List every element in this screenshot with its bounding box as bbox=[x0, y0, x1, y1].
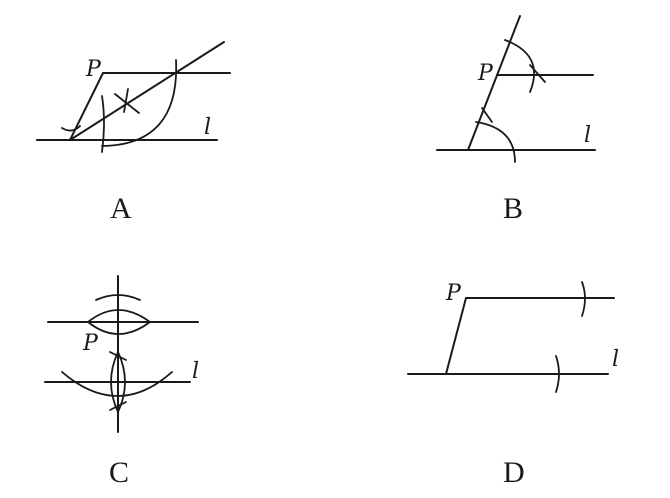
panel-d-arc-mark-bottom bbox=[555, 355, 560, 393]
panel-a-small-arc bbox=[101, 95, 105, 153]
panel-a-cross-mark-2 bbox=[123, 88, 129, 113]
panel-d: P l D bbox=[407, 281, 619, 489]
panel-c-cross-mark-1 bbox=[109, 351, 127, 361]
panel-d-caption: D bbox=[503, 456, 525, 489]
panel-c: P l C bbox=[44, 275, 199, 489]
panel-b-top-arc bbox=[504, 39, 535, 93]
panel-c-caption: C bbox=[109, 456, 129, 489]
panel-b-point-label: P bbox=[477, 61, 494, 86]
panel-d-arc-mark-top bbox=[581, 281, 586, 317]
panel-b-cross-mark-1 bbox=[529, 64, 546, 83]
panel-c-top-lens-lower bbox=[87, 321, 151, 335]
panel-c-cross-mark-2 bbox=[109, 401, 127, 411]
panel-d-segment bbox=[445, 297, 467, 375]
panel-b: P l B bbox=[436, 15, 596, 225]
panel-c-top-arc bbox=[95, 294, 141, 301]
panel-a: P l A bbox=[36, 41, 231, 225]
panel-d-line-label: l bbox=[612, 347, 619, 372]
panel-c-line-label: l bbox=[192, 359, 199, 384]
panel-b-transversal bbox=[467, 15, 521, 151]
panel-a-line-label: l bbox=[204, 115, 211, 140]
panel-c-point-label: P bbox=[82, 331, 99, 356]
panel-a-caption: A bbox=[110, 192, 132, 225]
panel-a-large-arc bbox=[101, 59, 178, 147]
panel-a-cross-mark-1 bbox=[114, 93, 140, 114]
panel-b-bottom-arc bbox=[475, 121, 516, 163]
panel-c-top-lens-upper bbox=[87, 309, 151, 323]
panel-b-caption: B bbox=[503, 192, 523, 225]
panel-c-bottom-arc bbox=[61, 371, 173, 397]
panel-d-point-label: P bbox=[445, 281, 462, 306]
panel-a-point-label: P bbox=[85, 57, 102, 82]
panel-b-line-label: l bbox=[584, 123, 591, 148]
panel-b-cross-mark-2 bbox=[481, 107, 493, 123]
panel-a-bisector-line bbox=[69, 41, 225, 141]
panel-a-vertex-mark bbox=[61, 125, 81, 132]
